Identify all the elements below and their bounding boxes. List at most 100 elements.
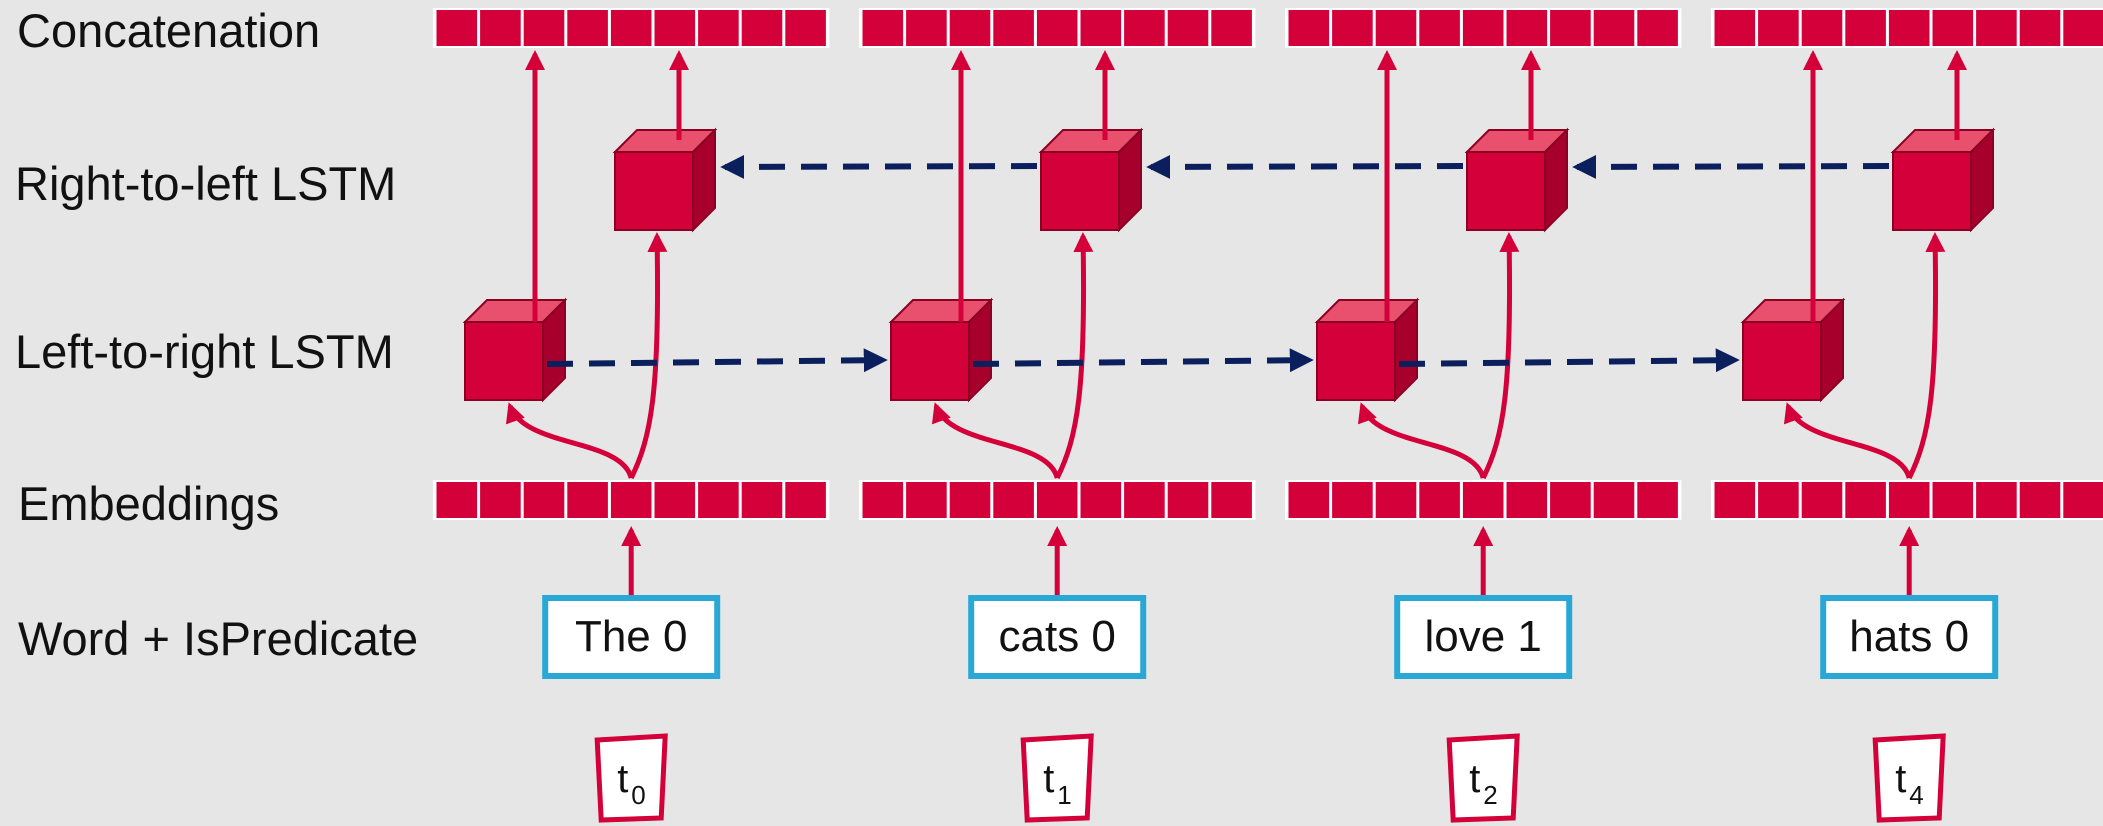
vector-cell bbox=[1288, 10, 1330, 46]
rtl-lstm-cell bbox=[1038, 127, 1144, 233]
vector-cell bbox=[1288, 482, 1330, 518]
timestep-base: t bbox=[1043, 757, 1054, 801]
timestep-subscript: 4 bbox=[1909, 780, 1923, 810]
word-label: cats 0 bbox=[999, 612, 1116, 661]
label-concatenation: Concatenation bbox=[17, 4, 320, 57]
vector-cell bbox=[480, 482, 521, 518]
label-embeddings: Embeddings bbox=[18, 477, 279, 530]
vector-cell bbox=[1758, 482, 1799, 518]
concatenation-vector bbox=[1711, 8, 2103, 48]
word-label: love 1 bbox=[1424, 612, 1541, 661]
vector-cell bbox=[1419, 482, 1460, 518]
vector-cell bbox=[1976, 10, 2017, 46]
embed-to-rtl-arrow bbox=[1480, 232, 1520, 480]
cube-front-face bbox=[1316, 321, 1396, 401]
vector-cell bbox=[1036, 10, 1078, 46]
vector-cell bbox=[523, 10, 565, 46]
label-word-isPredicate: Word + IsPredicate bbox=[18, 612, 418, 665]
ltr-lstm-cell bbox=[1314, 297, 1420, 403]
vector-cell bbox=[862, 10, 904, 46]
label-right-to-left-lstm: Right-to-left LSTM bbox=[15, 157, 396, 210]
vector-cell bbox=[2063, 10, 2103, 46]
vector-cell bbox=[785, 10, 826, 46]
concatenation-vector bbox=[433, 8, 830, 48]
vector-cell bbox=[1758, 10, 1799, 46]
vector-cell bbox=[654, 482, 696, 518]
embed-to-ltr-arrow bbox=[506, 402, 634, 479]
vector-cell bbox=[1801, 482, 1843, 518]
ltr-recurrent-arrow bbox=[546, 348, 888, 373]
word-box bbox=[542, 595, 721, 679]
timestep-tag bbox=[1872, 733, 1946, 823]
vector-cell bbox=[1714, 482, 1756, 518]
vector-cell bbox=[1506, 10, 1548, 46]
vector-cell bbox=[2063, 482, 2103, 518]
vector-cell bbox=[1462, 10, 1504, 46]
vector-cell bbox=[1888, 482, 1930, 518]
vector-cell bbox=[480, 10, 521, 46]
embed-to-ltr-arrow bbox=[1358, 402, 1486, 479]
vector-cell bbox=[610, 482, 652, 518]
vector-cell bbox=[436, 482, 478, 518]
vector-cell bbox=[1419, 10, 1460, 46]
concatenation-vector bbox=[859, 8, 1256, 48]
vector-cell bbox=[993, 10, 1034, 46]
vector-cell bbox=[906, 482, 947, 518]
embedding-vector bbox=[1711, 480, 2103, 520]
vector-cell bbox=[1332, 10, 1373, 46]
vector-cell bbox=[1080, 10, 1122, 46]
rtl-lstm-cell bbox=[612, 127, 718, 233]
timestep-subscript: 0 bbox=[631, 780, 645, 810]
embed-to-rtl-arrow bbox=[628, 232, 668, 480]
vector-cell bbox=[1888, 10, 1930, 46]
vector-cell bbox=[1932, 482, 1974, 518]
vector-cell bbox=[567, 10, 608, 46]
rtl-recurrent-arrow bbox=[720, 154, 1038, 179]
vector-cell bbox=[567, 482, 608, 518]
row-labels: Concatenation Right-to-left LSTM Left-to… bbox=[15, 4, 418, 665]
timestep-tag bbox=[1446, 733, 1520, 823]
ltr-lstm-cell bbox=[888, 297, 994, 403]
embedding-vector bbox=[433, 480, 830, 520]
vector-cell bbox=[1124, 482, 1165, 518]
vector-cell bbox=[2019, 10, 2061, 46]
vector-cell bbox=[436, 10, 478, 46]
word-label: The 0 bbox=[575, 612, 688, 661]
word-box bbox=[1394, 595, 1573, 679]
embedding-vector bbox=[1285, 480, 1682, 520]
concatenation-vector bbox=[1285, 8, 1682, 48]
timestep-base: t bbox=[1469, 757, 1480, 801]
vector-cell bbox=[906, 10, 947, 46]
cube-front-face bbox=[1466, 151, 1546, 231]
timestep-base: t bbox=[1895, 757, 1906, 801]
timestep-subscript: 1 bbox=[1057, 780, 1071, 810]
vector-cell bbox=[1976, 482, 2017, 518]
vector-cell bbox=[993, 482, 1034, 518]
vector-cell bbox=[654, 10, 696, 46]
vector-cell bbox=[523, 482, 565, 518]
rtl-lstm-cell bbox=[1890, 127, 1996, 233]
ltr-recurrent-arrow bbox=[1398, 348, 1740, 373]
vector-cell bbox=[862, 482, 904, 518]
rtl-recurrent-arrow bbox=[1572, 154, 1890, 179]
vector-cell bbox=[1080, 482, 1122, 518]
vector-cell bbox=[1637, 482, 1678, 518]
timestep-tag bbox=[594, 733, 668, 823]
vector-cell bbox=[1593, 10, 1635, 46]
vector-cell bbox=[1167, 10, 1209, 46]
vector-cell bbox=[1637, 10, 1678, 46]
timestep-tag bbox=[1020, 733, 1094, 823]
label-left-to-right-lstm: Left-to-right LSTM bbox=[15, 325, 394, 378]
vector-cell bbox=[1124, 10, 1165, 46]
timestep-subscript: 2 bbox=[1483, 780, 1497, 810]
embedding-vector bbox=[859, 480, 1256, 520]
vector-cell bbox=[1036, 482, 1078, 518]
vector-cell bbox=[741, 10, 783, 46]
vector-cell bbox=[2019, 482, 2061, 518]
cube-front-face bbox=[1040, 151, 1120, 231]
